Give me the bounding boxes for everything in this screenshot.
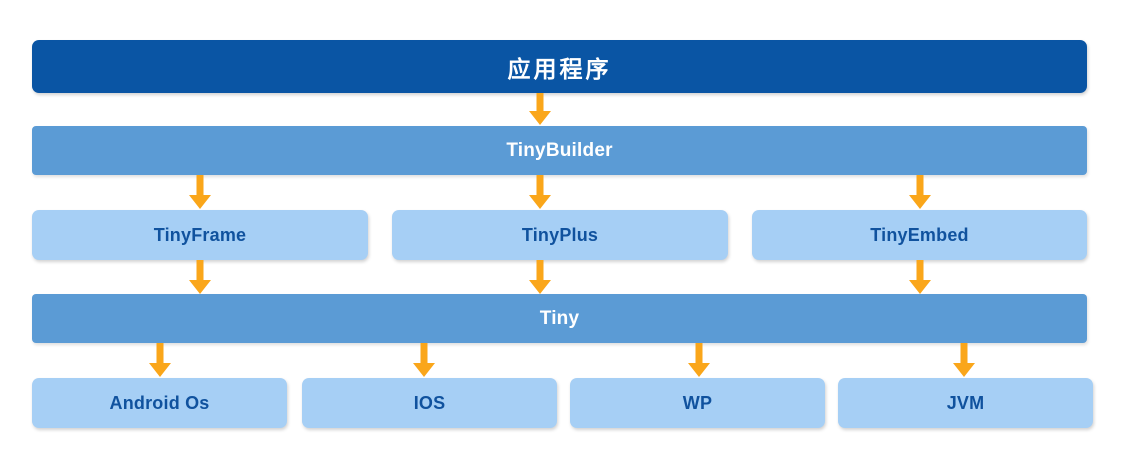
arrow-tiny-to-ios <box>411 343 437 378</box>
arrow-tinybuilder-to-tinyembed <box>907 175 933 210</box>
node-tinybuilder[interactable]: TinyBuilder <box>32 126 1087 175</box>
node-tiny[interactable]: Tiny <box>32 294 1087 343</box>
node-application[interactable]: 应用程序 <box>32 40 1087 93</box>
arrow-tinybuilder-to-tinyframe <box>187 175 213 210</box>
node-ios-label: IOS <box>413 392 446 413</box>
arrow-tinyplus-to-tiny <box>527 260 553 295</box>
node-tinyembed-label: TinyEmbed <box>870 224 969 245</box>
node-android-os-label: Android Os <box>109 392 210 413</box>
node-wp[interactable]: WP <box>570 378 825 428</box>
node-tinyplus[interactable]: TinyPlus <box>392 210 728 260</box>
node-ios[interactable]: IOS <box>302 378 557 428</box>
arrow-tiny-to-jvm <box>951 343 977 378</box>
node-jvm[interactable]: JVM <box>838 378 1093 428</box>
node-jvm-label: JVM <box>946 392 985 413</box>
node-android-os[interactable]: Android Os <box>32 378 287 428</box>
node-tinyframe-label: TinyFrame <box>153 224 247 245</box>
arrow-application-to-tinybuilder <box>527 93 553 126</box>
arrow-tinyembed-to-tiny <box>907 260 933 295</box>
arrow-tinybuilder-to-tinyplus <box>527 175 553 210</box>
node-tiny-label: Tiny <box>539 307 580 329</box>
node-tinyplus-label: TinyPlus <box>521 224 599 245</box>
node-tinyembed[interactable]: TinyEmbed <box>752 210 1087 260</box>
node-application-label: 应用程序 <box>507 55 612 82</box>
node-tinybuilder-label: TinyBuilder <box>506 139 613 161</box>
arrow-tinyframe-to-tiny <box>187 260 213 295</box>
node-wp-label: WP <box>682 392 713 413</box>
arrow-tiny-to-android-os <box>147 343 173 378</box>
arrow-tiny-to-wp <box>686 343 712 378</box>
node-tinyframe[interactable]: TinyFrame <box>32 210 368 260</box>
